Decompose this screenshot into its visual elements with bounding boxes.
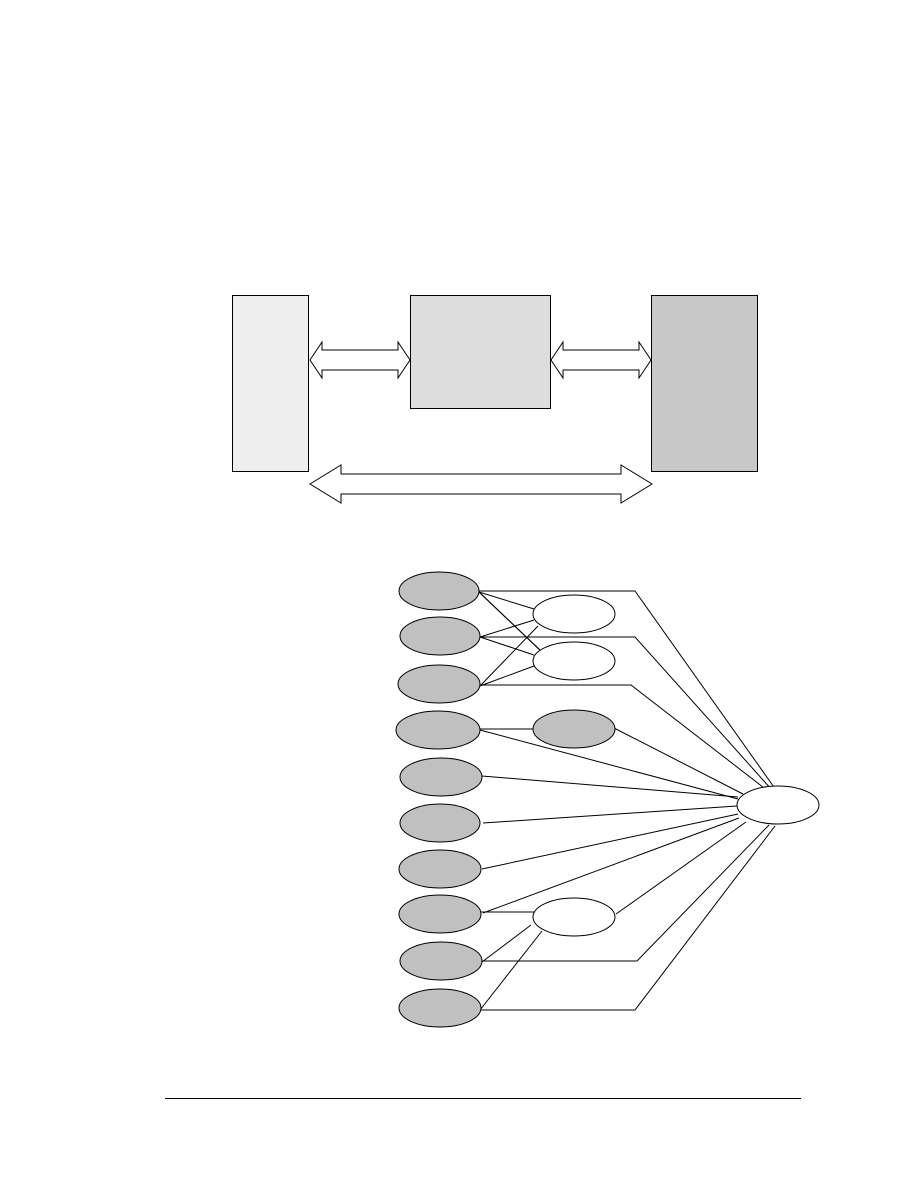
intermediate-node-2 [532,641,616,681]
input-node-4 [395,710,481,750]
input-node-5 [399,757,483,797]
intermediate-node-3 [532,709,616,749]
arrow-middle-right [550,340,652,380]
input-node-9 [399,941,483,981]
input-node-10 [398,988,482,1028]
intermediate-node-4 [532,897,616,937]
network-nodes [395,571,820,1028]
footer-rule [165,1098,801,1099]
left-block [232,295,309,472]
input-node-3 [397,664,481,704]
right-block [651,295,758,472]
arrow-left-right [309,464,653,504]
input-node-7 [398,849,482,889]
input-node-8 [398,894,482,934]
output-node [736,785,820,825]
middle-block [410,295,551,409]
input-node-1 [398,571,480,611]
input-node-2 [399,616,481,656]
arrow-left-middle [309,340,411,380]
network-connections [478,590,777,1011]
input-node-6 [399,803,481,843]
intermediate-node-1 [532,594,616,634]
